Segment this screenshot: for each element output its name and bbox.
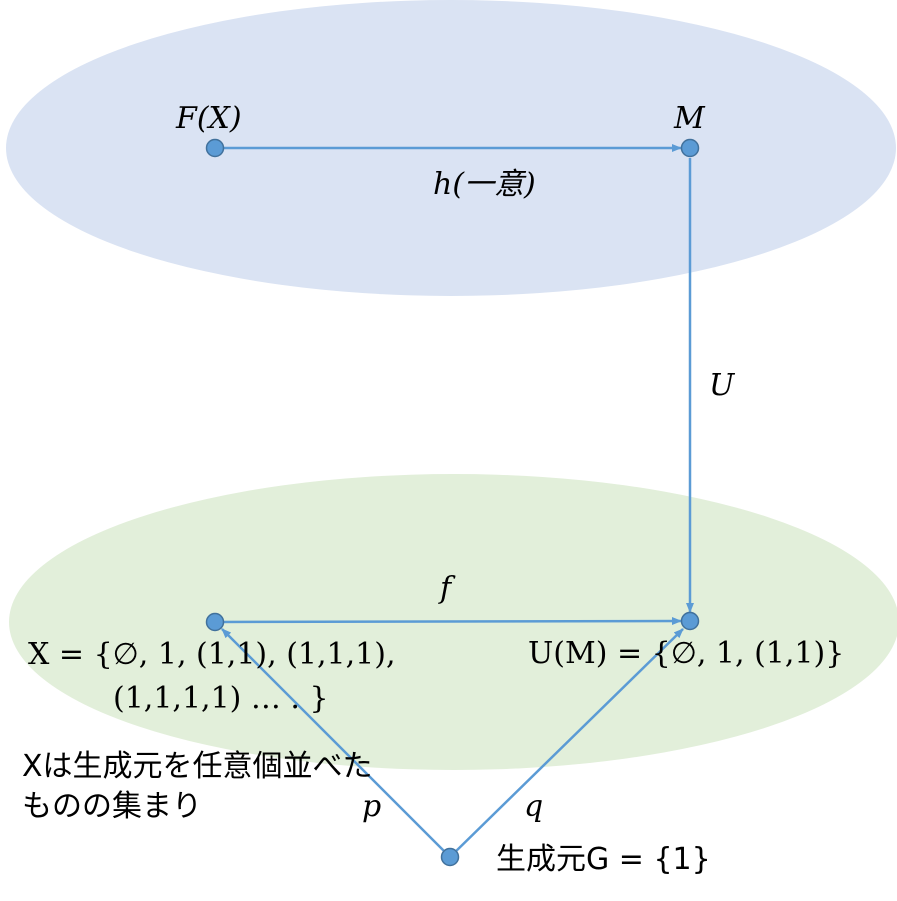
label-x-set-line1: X = {∅, 1, (1,1), (1,1,1),	[28, 637, 396, 672]
label-um-set: U(M) = {∅, 1, (1,1)}	[528, 636, 845, 671]
arrow-f	[214, 617, 682, 626]
label-generator: 生成元G = {1}	[496, 842, 711, 877]
node-generator	[440, 847, 460, 867]
label-m: M	[674, 101, 705, 136]
label-arrow-q: q	[524, 789, 544, 824]
label-x-set-line2: (1,1,1,1) … . }	[113, 681, 329, 716]
note-line2: ものの集まり	[22, 789, 202, 824]
node-x	[205, 612, 225, 632]
node-fx	[205, 138, 225, 158]
node-m	[680, 138, 700, 158]
arrow-p	[221, 628, 451, 858]
arrow-q	[449, 628, 684, 858]
label-fx: F(X)	[176, 101, 242, 136]
note-line1: Xは生成元を任意個並べた	[22, 749, 373, 784]
label-arrow-p: p	[362, 789, 382, 824]
label-arrow-f: f	[440, 571, 452, 606]
label-arrow-u: U	[709, 368, 735, 403]
node-um	[680, 611, 700, 631]
label-arrow-h: h(一意)	[433, 167, 536, 202]
